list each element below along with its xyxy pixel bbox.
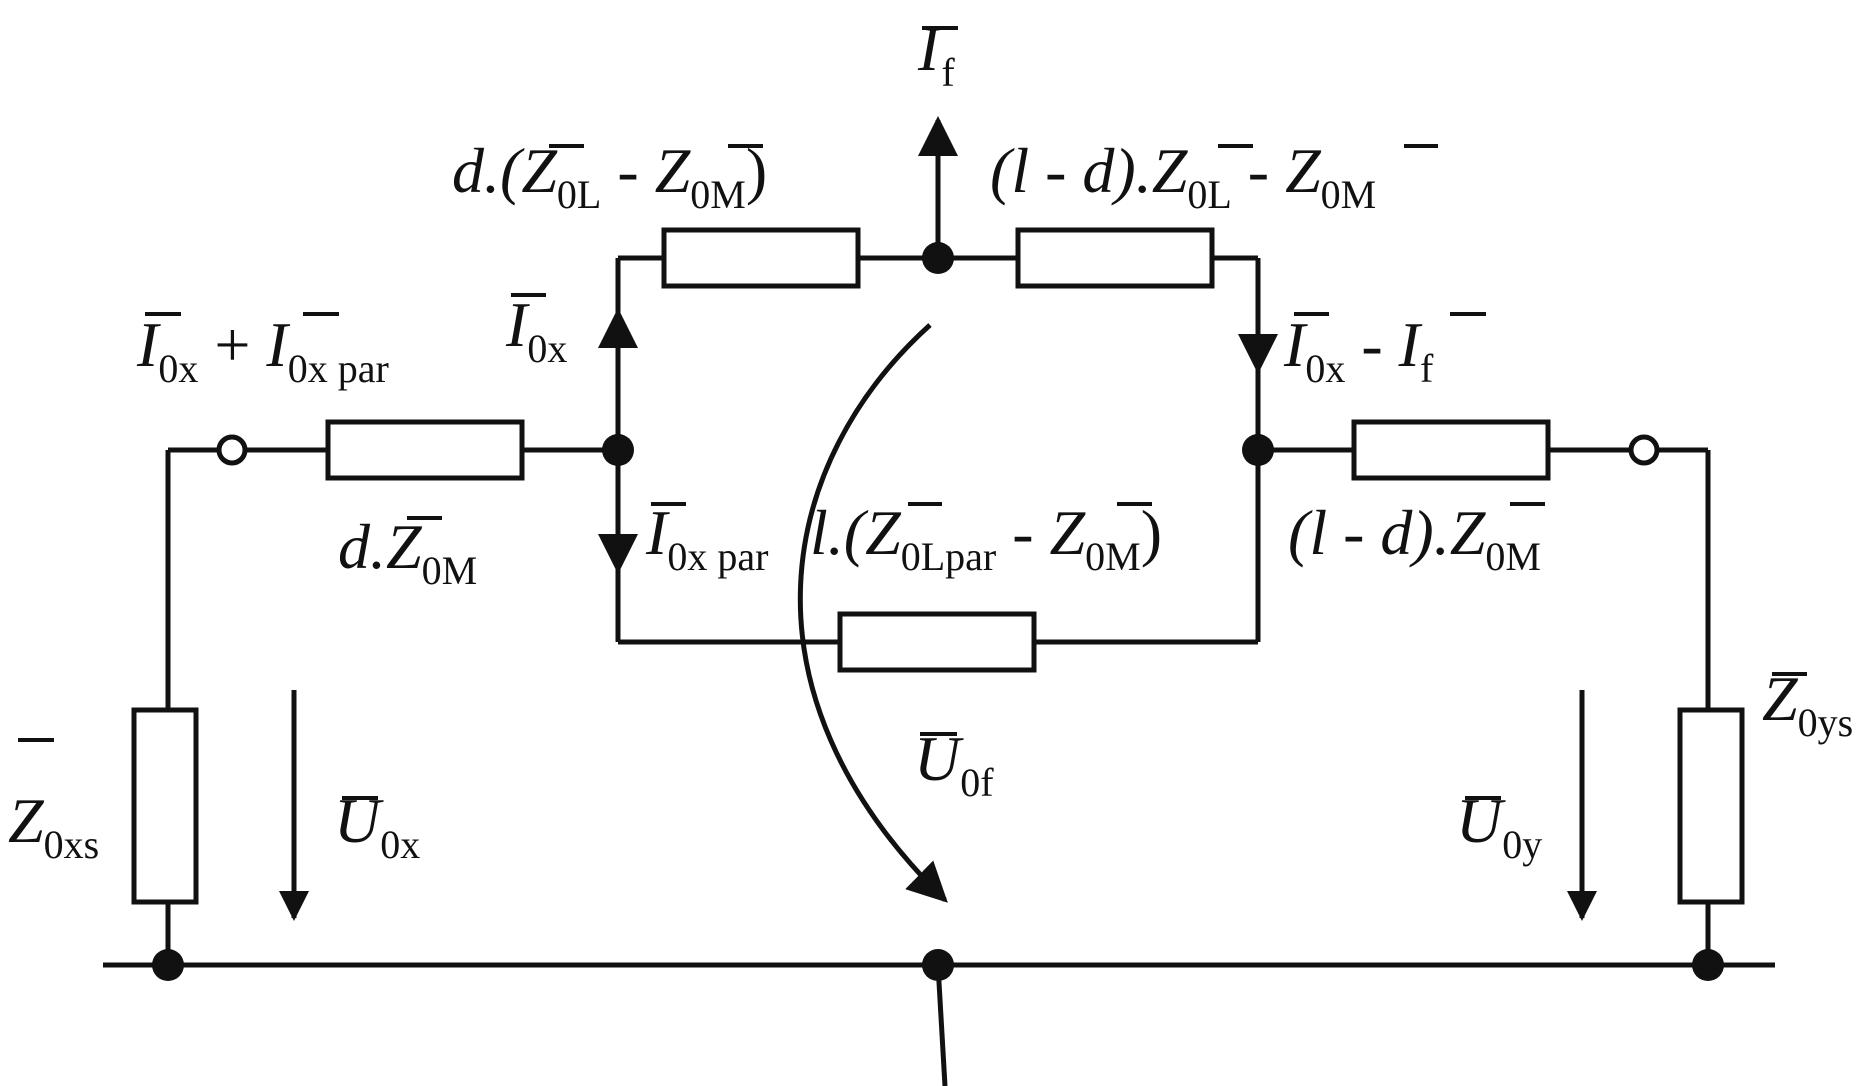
node-ground-left <box>152 949 184 981</box>
u0f-arrow <box>797 323 948 903</box>
resistor-top-left <box>661 227 861 289</box>
label-i0x-minus-if: I0x - If <box>1283 309 1434 391</box>
node-ground-center <box>922 949 954 981</box>
labels: If d.(Z0L - Z0M) (l - d).Z0L - Z0M I0x +… <box>8 13 1853 867</box>
resistor-left-source <box>131 707 199 905</box>
voltage-arrows <box>279 323 1597 921</box>
label-parallel-impedance: l.(Z0Lpar - Z0M) <box>810 497 1162 579</box>
label-if: If <box>917 13 955 95</box>
label-z0ys: Z0ys <box>1762 663 1853 745</box>
current-arrows <box>598 308 1278 574</box>
node-fault <box>922 242 954 274</box>
label-u0f: U0f <box>914 723 994 805</box>
label-left-series-impedance: d.Z0M <box>338 511 477 593</box>
label-u0x: U0x <box>334 785 420 867</box>
node-ground-right <box>1692 949 1724 981</box>
label-top-right-impedance: (l - d).Z0L - Z0M <box>990 135 1376 217</box>
resistor-right-series <box>1351 419 1551 481</box>
label-top-left-impedance: d.(Z0L - Z0M) <box>452 135 767 217</box>
overbars <box>18 26 1807 800</box>
resistor-left-series <box>325 419 525 481</box>
node-right-junction <box>1242 434 1274 466</box>
nodes <box>152 242 1724 981</box>
label-i0x: I0x <box>505 289 567 371</box>
label-z0xs: Z0xs <box>8 785 99 867</box>
terminal-left <box>216 434 248 466</box>
resistor-right-source <box>1677 707 1745 905</box>
resistor-parallel <box>837 611 1037 673</box>
ground-tail <box>935 964 948 1086</box>
label-u0y: U0y <box>1456 785 1542 867</box>
label-i0x-plus-par: I0x + I0x par <box>136 309 389 391</box>
label-i0x-par: I0x par <box>645 497 768 579</box>
resistor-top-right <box>1015 227 1215 289</box>
terminal-right <box>1628 434 1660 466</box>
node-left-junction <box>602 434 634 466</box>
label-right-series-impedance: (l - d).Z0M <box>1288 497 1541 579</box>
impedance-elements <box>131 227 1745 905</box>
